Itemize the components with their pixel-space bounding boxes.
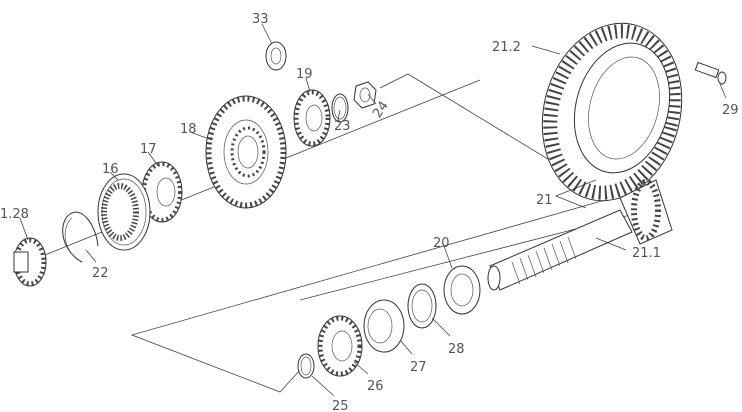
label-21-2: 21.2	[492, 40, 521, 55]
label-1-28: 1.28	[0, 207, 29, 222]
label-25: 25	[332, 399, 349, 412]
label-28: 28	[448, 342, 465, 357]
part-24-nut	[353, 81, 377, 109]
part-33-bearing	[265, 41, 287, 71]
part-1-28-gear	[13, 237, 47, 287]
label-22: 22	[92, 266, 109, 281]
label-18: 18	[180, 122, 197, 137]
part-16-sleeve	[97, 173, 151, 251]
part-23-ring	[331, 93, 349, 123]
label-19: 19	[296, 67, 313, 82]
label-21-1: 21.1	[632, 246, 661, 261]
part-20-bearing	[443, 265, 481, 315]
part-17-hub	[141, 161, 183, 223]
label-16: 16	[102, 162, 119, 177]
part-21-2-ring-gear	[541, 22, 683, 202]
part-21-pinion-shaft	[487, 179, 673, 291]
label-26: 26	[367, 379, 384, 394]
label-27: 27	[410, 360, 427, 375]
label-21: 21	[536, 193, 553, 208]
label-20: 20	[433, 236, 450, 251]
part-25-ring	[297, 353, 315, 379]
label-33: 33	[252, 12, 269, 27]
part-29-bolt	[694, 61, 727, 85]
part-22-snap-ring	[62, 211, 99, 263]
label-17: 17	[140, 142, 157, 157]
label-29: 29	[722, 103, 739, 118]
part-26-gear	[317, 315, 363, 377]
leader-lines	[19, 23, 727, 397]
label-23: 23	[334, 119, 351, 134]
part-28-washer	[407, 283, 437, 329]
part-19-gear	[293, 89, 331, 147]
part-18-gear	[205, 95, 287, 209]
part-27-bearing	[363, 299, 405, 353]
